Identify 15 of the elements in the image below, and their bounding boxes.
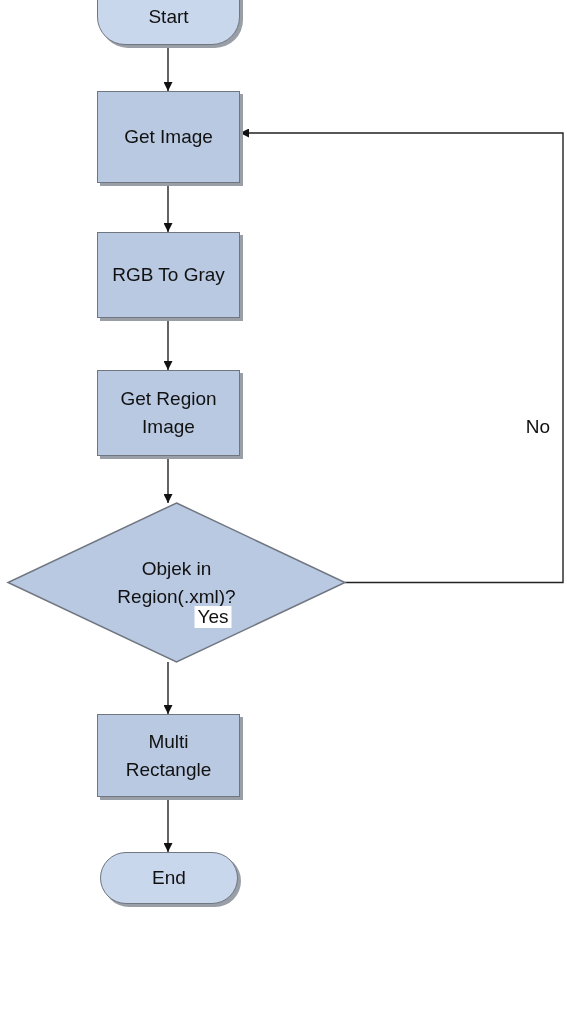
node-label: Multi Rectangle (124, 729, 213, 782)
process-box (97, 91, 240, 183)
process-box (97, 232, 240, 318)
terminal-shape (100, 852, 238, 904)
process-box (97, 370, 240, 456)
edge-label: Yes (194, 606, 232, 628)
node-label: Start (147, 4, 190, 29)
node-label: End (151, 866, 187, 891)
node-label: Objek in Region(.xml)? (116, 556, 237, 609)
process-box (97, 714, 240, 797)
terminal-shape (97, 0, 240, 45)
node-label: Get Region Image (119, 387, 218, 439)
arrow (163, 661, 173, 715)
node-label: RGB To Gray (111, 263, 226, 288)
node-label: Get Image (123, 125, 214, 150)
